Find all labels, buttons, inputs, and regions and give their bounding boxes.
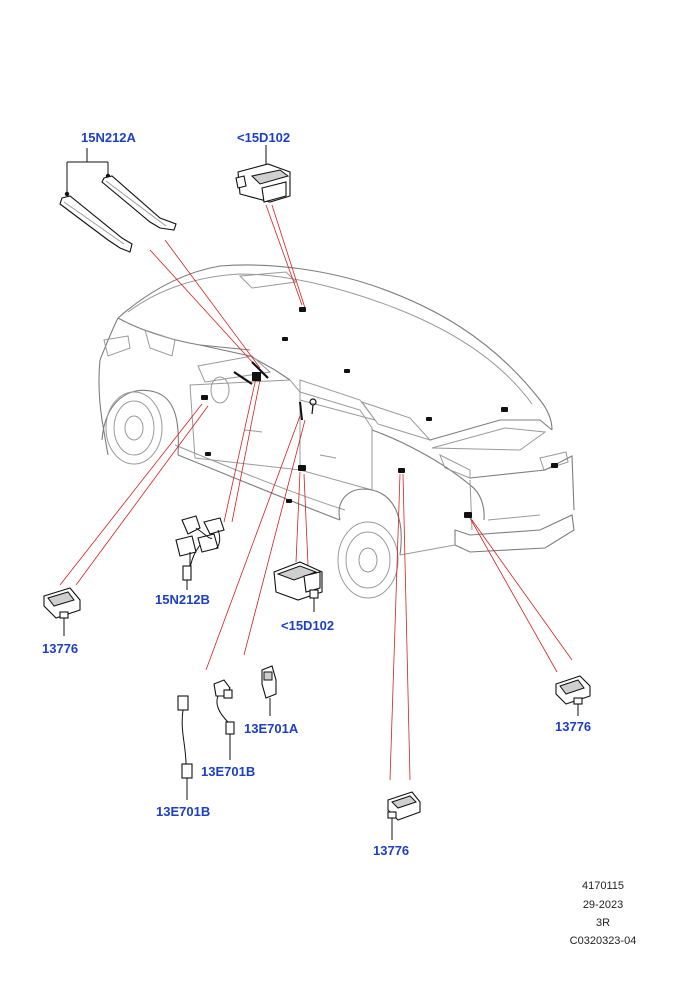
label-13776-left[interactable]: 13776 bbox=[42, 641, 79, 656]
label-15n212b[interactable]: 15N212B bbox=[155, 592, 210, 607]
location-markers bbox=[201, 307, 558, 518]
label-15d102-lower[interactable]: <15D102 bbox=[281, 618, 335, 633]
label-13e701b-low[interactable]: 13E701B bbox=[156, 804, 211, 819]
label-13776-bottom[interactable]: 13776 bbox=[373, 843, 410, 858]
part-13776-left bbox=[43, 587, 81, 636]
part-13776-right bbox=[555, 675, 591, 716]
label-13e701a[interactable]: 13E701A bbox=[244, 721, 299, 736]
part-13e701a bbox=[261, 665, 277, 716]
label-13e701b-mid[interactable]: 13E701B bbox=[201, 764, 256, 779]
part-15n212a bbox=[59, 148, 177, 253]
footer-catalog-code: C0320323-04 bbox=[569, 935, 637, 947]
part-15n212b bbox=[175, 515, 225, 590]
label-15n212a[interactable]: 15N212A bbox=[81, 130, 136, 145]
part-15d102-lower bbox=[273, 561, 323, 612]
part-15d102-upper bbox=[235, 145, 291, 203]
footer-date-code: 29-2023 bbox=[582, 899, 624, 911]
footer-revision: 3R bbox=[595, 917, 611, 929]
label-13776-right[interactable]: 13776 bbox=[555, 719, 592, 734]
label-15d102-upper[interactable]: <15D102 bbox=[237, 130, 291, 145]
part-13e701b-low bbox=[177, 695, 193, 800]
footer-illustration-number: 4170115 bbox=[581, 880, 624, 892]
callout-lines bbox=[59, 204, 573, 781]
part-13776-bottom bbox=[387, 791, 421, 840]
vehicle-outline bbox=[98, 264, 575, 599]
part-13e701b-mid bbox=[213, 679, 235, 760]
